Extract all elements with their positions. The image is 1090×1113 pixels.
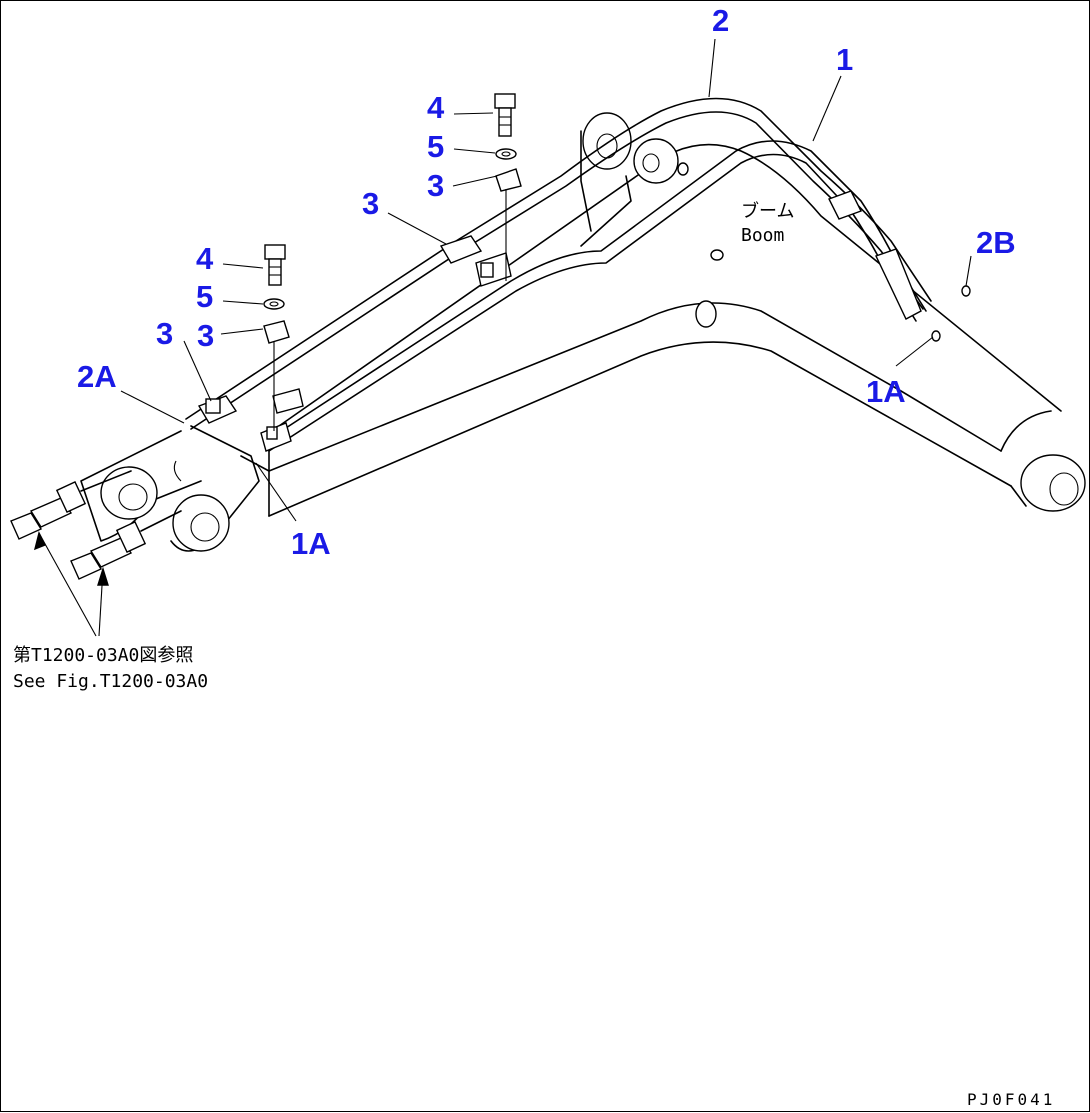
boom-label-jp: ブーム	[741, 200, 794, 222]
callout-3-rear-upper: 3	[427, 168, 444, 203]
callout-2: 2	[712, 3, 729, 38]
boom-body	[240, 112, 1086, 517]
pipe-2	[185, 97, 932, 430]
callout-3-front-upper: 3	[197, 318, 214, 353]
callout-3-rear-lower: 3	[362, 186, 379, 221]
right-end-fittings	[828, 190, 971, 342]
upper-pivot-boss	[582, 112, 632, 170]
boom-foot-lugs	[80, 425, 260, 552]
front-clamp-assembly	[197, 320, 304, 452]
bolt-4-front	[264, 244, 286, 286]
callout-1A-right: 1A	[866, 374, 906, 409]
reference-note-jp: 第T1200-03A0図参照	[13, 645, 193, 666]
callout-2B: 2B	[976, 225, 1016, 260]
callout-2A: 2A	[77, 359, 117, 394]
callout-5-rear: 5	[427, 129, 444, 164]
boom-label-en: Boom	[741, 225, 784, 246]
left-hose-fittings	[10, 470, 182, 580]
drawing-code: PJ0F041	[967, 1090, 1055, 1109]
pipe-1	[265, 140, 927, 452]
washer-5-rear	[495, 148, 517, 160]
leader-lines	[33, 38, 972, 637]
reference-note-en: See Fig.T1200-03A0	[13, 671, 208, 692]
callout-1A-bottom: 1A	[291, 526, 331, 561]
bolt-4-rear	[494, 93, 516, 137]
rear-clamp-assembly	[439, 168, 522, 287]
callout-4-front: 4	[196, 241, 214, 276]
callout-4-rear: 4	[427, 90, 445, 125]
callout-5-front: 5	[196, 279, 213, 314]
washer-5-front	[263, 298, 285, 310]
boom-tip-boss	[1020, 454, 1086, 512]
callout-3-front-lower: 3	[156, 316, 173, 351]
callout-1: 1	[836, 42, 853, 77]
callout-labels: 2 1 2A 2B 1A 1A 3 3 3 3 4 4 5 5	[77, 3, 1016, 561]
